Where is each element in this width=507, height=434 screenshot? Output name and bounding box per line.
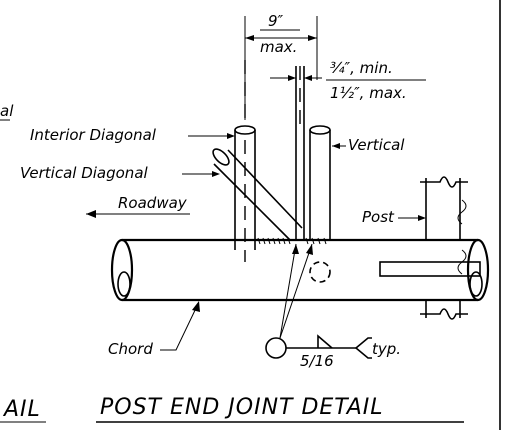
dim-top-sub-label: max. bbox=[260, 38, 297, 56]
chord-label: Chord bbox=[108, 340, 153, 358]
chord-left-end-inner bbox=[117, 271, 131, 297]
interior-diagonal-label: Interior Diagonal bbox=[30, 126, 157, 144]
left-cut-title: AIL bbox=[2, 397, 41, 422]
vertical-diagonal-end bbox=[212, 148, 230, 166]
chord-right-end-inner bbox=[469, 271, 483, 297]
dim-top-label: 9″ bbox=[268, 12, 284, 30]
weld-arrow-leader-2 bbox=[279, 243, 313, 339]
dim-arrow-right bbox=[308, 35, 317, 41]
post-label: Post bbox=[362, 208, 395, 226]
weld-arrow-head-2 bbox=[306, 244, 313, 255]
weld-arrow-head-1 bbox=[292, 244, 299, 254]
weld-tail bbox=[355, 337, 372, 359]
post-break-top bbox=[420, 176, 468, 188]
vertical-diagonal-arrow bbox=[212, 171, 220, 177]
chord-right-end bbox=[466, 238, 490, 302]
gap-arrow-right bbox=[304, 75, 312, 81]
left-cut-label: al bbox=[0, 102, 14, 120]
detail-title: POST END JOINT DETAIL bbox=[100, 395, 384, 420]
post-break-bottom bbox=[420, 308, 468, 320]
fillet-weld-symbol bbox=[317, 334, 333, 349]
roadway-arrow bbox=[86, 210, 96, 218]
weld-arrow-leader-1 bbox=[279, 243, 297, 339]
vertical-tube-top bbox=[309, 125, 331, 135]
post-arrow bbox=[418, 215, 426, 221]
weld-all-around-circle bbox=[265, 337, 287, 359]
vertical-label: Vertical bbox=[348, 136, 405, 154]
chord-slot-plate bbox=[379, 261, 481, 277]
interior-diagonal-top bbox=[234, 125, 256, 135]
gap-min-label: ¾″, min. bbox=[330, 59, 393, 77]
chord-arrow bbox=[192, 301, 200, 312]
vertical-diagonal-upper-edge bbox=[213, 163, 291, 241]
roadway-label: Roadway bbox=[118, 194, 188, 212]
hidden-circle bbox=[309, 261, 331, 283]
post-section-curve-upper bbox=[457, 199, 467, 225]
typ-label: typ. bbox=[372, 340, 401, 358]
gap-max-label: 1½″, max. bbox=[330, 84, 407, 102]
weld-size-label: 5/16 bbox=[300, 352, 334, 370]
interior-diagonal-arrow bbox=[227, 133, 235, 139]
chord-left-end bbox=[110, 238, 134, 302]
chord-leader bbox=[160, 303, 199, 351]
vertical-arrow bbox=[332, 143, 340, 149]
post-section-curve-lower bbox=[457, 249, 467, 275]
gap-arrow-left bbox=[288, 75, 296, 81]
vertical-diagonal-label: Vertical Diagonal bbox=[20, 164, 149, 182]
vertical-diagonal-lower-edge bbox=[227, 149, 303, 229]
dim-arrow-left bbox=[245, 35, 254, 41]
